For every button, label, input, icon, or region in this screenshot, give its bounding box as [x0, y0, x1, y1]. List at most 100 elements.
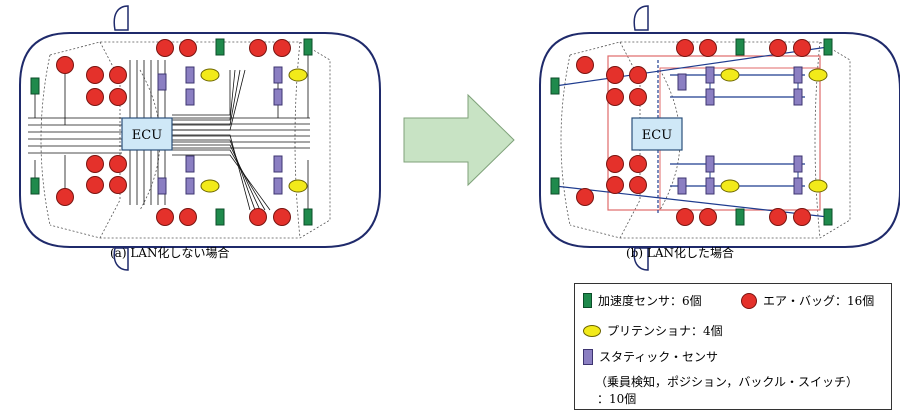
static-sensor-icon — [185, 66, 195, 84]
mirror-top — [633, 5, 649, 31]
pretensioner-icon — [200, 179, 220, 193]
caption-right: (b) LAN化した場合 — [626, 246, 734, 260]
airbag-icon — [606, 66, 624, 84]
airbag-icon — [606, 176, 624, 194]
static-sensor-icon — [185, 155, 195, 173]
legend-airbag: エア・バッグ：16個 — [741, 292, 874, 309]
car-with-lan: ECU — [539, 5, 900, 271]
airbag-icon — [179, 39, 197, 57]
static-sensor-icon — [793, 88, 803, 106]
accelerometer-icon — [823, 208, 833, 226]
wire — [172, 70, 231, 116]
legend-static-detail: （乗員検知，ポジション，バックル・スイッチ） — [595, 373, 858, 390]
airbag-icon — [249, 39, 267, 57]
static-sensor-icon — [273, 66, 283, 84]
wire — [172, 69, 241, 126]
mirror-top — [113, 5, 129, 31]
pretensioner-icon — [288, 179, 308, 193]
airbag-icon — [793, 208, 811, 226]
static-sensor-icon — [273, 155, 283, 173]
accelerometer-icon — [550, 177, 560, 195]
airbag-icon — [86, 66, 104, 84]
legend-static-count: ：10個 — [597, 390, 636, 407]
static-sensor-icon — [705, 88, 715, 106]
static-sensor-icon — [705, 177, 715, 195]
airbag-icon — [629, 88, 647, 106]
airbag-icon — [109, 155, 127, 173]
airbag-icon — [769, 208, 787, 226]
front-line — [40, 54, 51, 226]
static-sensor-icon — [793, 66, 803, 84]
airbag-icon — [606, 155, 624, 173]
legend-pretensioner-label: プリテンショナ：4個 — [607, 324, 723, 338]
airbag-icon — [56, 56, 74, 74]
legend-static-detail-label: （乗員検知，ポジション，バックル・スイッチ） — [595, 375, 859, 389]
static-sensor-icon — [677, 177, 687, 195]
pretensioner-swatch — [583, 324, 601, 337]
accelerometer-icon — [735, 38, 745, 56]
static-sensor-icon — [793, 177, 803, 195]
airbag-icon — [109, 88, 127, 106]
pretensioner-icon — [720, 68, 740, 82]
legend-static-sensor-label: スタティック・センサ — [599, 350, 719, 364]
airbag-icon — [86, 176, 104, 194]
pretensioner-icon — [720, 179, 740, 193]
interior-outline — [49, 41, 331, 239]
static-sensor-icon — [185, 177, 195, 195]
airbag-icon — [576, 56, 594, 74]
airbag-icon — [793, 39, 811, 57]
pretensioner-icon — [808, 68, 828, 82]
rear-window-line — [814, 41, 821, 239]
accelerometer-icon — [30, 177, 40, 195]
airbag-icon — [606, 88, 624, 106]
accelerometer-icon — [30, 77, 40, 95]
wire — [172, 139, 256, 211]
legend-static-sensor: スタティック・センサ — [583, 348, 718, 365]
static-sensor-icon — [677, 73, 687, 91]
accelerometer-swatch — [583, 293, 592, 308]
airbag-icon — [676, 208, 694, 226]
car-body — [539, 32, 900, 248]
static-sensor-icon — [273, 177, 283, 195]
airbag-swatch — [741, 292, 757, 309]
wire — [172, 149, 266, 211]
airbag-icon — [249, 208, 267, 226]
airbag-icon — [156, 39, 174, 57]
ecu-box — [631, 117, 683, 151]
windshield-line — [99, 41, 121, 239]
airbag-icon — [576, 188, 594, 206]
pretensioner-icon — [808, 179, 828, 193]
front-line — [560, 54, 571, 226]
airbag-icon — [699, 208, 717, 226]
wire — [172, 144, 261, 211]
legend-airbag-label: エア・バッグ：16個 — [763, 294, 875, 308]
airbag-icon — [109, 176, 127, 194]
legend: 加速度センサ：6個 エア・バッグ：16個 プリテンショナ：4個 スタティック・セ… — [574, 283, 892, 410]
airbag-icon — [629, 176, 647, 194]
accelerometer-icon — [303, 38, 313, 56]
airbag-icon — [156, 208, 174, 226]
legend-accelerometer: 加速度センサ：6個 — [583, 292, 702, 309]
interior-outline — [569, 41, 851, 239]
ecu-label: ECU — [132, 128, 162, 143]
accelerometer-icon — [550, 77, 560, 95]
pretensioner-icon — [200, 68, 220, 82]
rear-window-line — [294, 41, 301, 239]
wire — [172, 154, 271, 211]
airbag-icon — [86, 155, 104, 173]
airbag-icon — [699, 39, 717, 57]
airbag-icon — [676, 39, 694, 57]
airbag-icon — [109, 66, 127, 84]
wire — [172, 69, 236, 121]
static-sensor-icon — [273, 88, 283, 106]
airbag-icon — [629, 155, 647, 173]
airbag-icon — [273, 208, 291, 226]
ecu-label: ECU — [642, 128, 672, 143]
airbag-icon — [273, 39, 291, 57]
static-sensor-icon — [185, 88, 195, 106]
pretensioner-icon — [288, 68, 308, 82]
transition-arrow — [403, 93, 515, 187]
accelerometer-icon — [823, 38, 833, 56]
legend-static-count-label: ：10個 — [597, 392, 637, 406]
